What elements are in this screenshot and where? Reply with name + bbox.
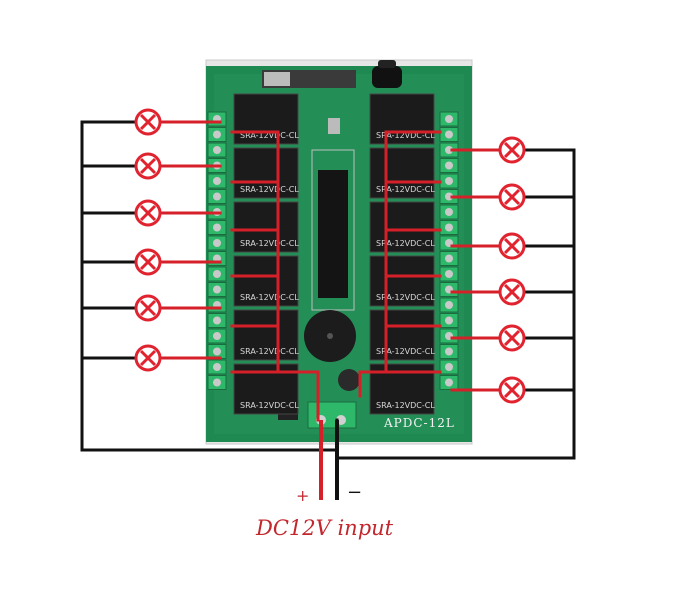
- terminal-screw: [445, 208, 453, 216]
- terminal-screw: [213, 192, 221, 201]
- relay: [369, 309, 435, 361]
- lamp-icon: [134, 152, 162, 180]
- relay-label: SRA-12VDC-CL: [376, 131, 435, 140]
- decoder-ic-chip: [318, 170, 348, 298]
- lamp-icon: [134, 294, 162, 322]
- lamp-icon: [498, 376, 526, 404]
- crystal-component: [264, 72, 290, 86]
- terminal-screw: [445, 270, 453, 278]
- terminal-screw: [445, 301, 453, 309]
- lamp-icon: [134, 199, 162, 227]
- power-plus-label: +: [296, 486, 310, 505]
- terminal-strip-left: [207, 111, 227, 390]
- relay: [369, 93, 435, 145]
- terminal-screw: [445, 130, 453, 139]
- power-minus-label: −: [347, 482, 363, 503]
- terminal-screw: [445, 146, 453, 154]
- relay-label: SRA-12VDC-CL: [376, 185, 435, 194]
- wiring: [80, 120, 576, 460]
- relay-label: SRA-12VDC-CL: [240, 401, 299, 410]
- relay-label: SRA-12VDC-CL: [376, 347, 435, 356]
- relay-label: SRA-12VDC-CL: [240, 293, 299, 302]
- trim-capacitor: [328, 118, 340, 134]
- terminal-screw: [445, 254, 453, 263]
- terminal-screw: [213, 239, 221, 247]
- board-model-label: APDC-12L: [384, 416, 455, 430]
- relay: [233, 309, 299, 361]
- ic-socket: [311, 149, 355, 311]
- power-input-label: DC12V input: [256, 516, 394, 540]
- terminal-screw: [445, 347, 453, 356]
- terminal-screw: [445, 115, 453, 123]
- terminal-screw: [213, 270, 221, 278]
- lamp-icon: [498, 324, 526, 352]
- lamp-icon: [134, 248, 162, 276]
- relay-label: SRA-12VDC-CL: [240, 131, 299, 140]
- load-lamps: [134, 108, 526, 404]
- relay-label: SRA-12VDC-CL: [240, 347, 299, 356]
- buzzer-hole: [327, 333, 333, 339]
- lamp-icon: [498, 278, 526, 306]
- terminal-screw: [213, 332, 221, 340]
- terminal-screw: [213, 363, 221, 371]
- capacitor-icon: [338, 369, 360, 391]
- relay-label: SRA-12VDC-CL: [240, 239, 299, 248]
- relay: [233, 255, 299, 307]
- antenna-coil-icon: [372, 60, 402, 88]
- terminal-screw: [213, 285, 221, 294]
- relay: [369, 147, 435, 199]
- lamp-icon: [134, 108, 162, 136]
- relay-label: SRA-12VDC-CL: [376, 293, 435, 302]
- relay: [233, 93, 299, 145]
- diode-component: [278, 412, 298, 420]
- lamp-icon: [498, 232, 526, 260]
- relay: [369, 255, 435, 307]
- relay-label: SRA-12VDC-CL: [376, 239, 435, 248]
- terminal-screw: [213, 316, 221, 325]
- lamp-icon: [498, 183, 526, 211]
- relay-group-left: SRA-12VDC-CL SRA-12VDC-CL SRA-12VDC-CL SRA-…: [233, 93, 299, 415]
- terminal-screw: [445, 363, 453, 371]
- relay-label: SRA-12VDC-CL: [240, 185, 299, 194]
- power-terminal-block: [307, 401, 357, 429]
- terminal-screw: [445, 161, 453, 170]
- lamp-icon: [134, 344, 162, 372]
- terminal-screw: [445, 378, 453, 387]
- relay-label: SRA-12VDC-CL: [376, 401, 435, 410]
- terminal-screw: [213, 378, 221, 387]
- terminal-screw: [213, 146, 221, 154]
- relay: [369, 201, 435, 253]
- terminal-screw: [213, 130, 221, 139]
- terminal-screw: [213, 223, 221, 232]
- relay: [233, 201, 299, 253]
- terminal-screw: [445, 177, 453, 185]
- terminal-screw: [213, 347, 221, 356]
- terminal-screw: [445, 316, 453, 325]
- lamp-icon: [498, 136, 526, 164]
- terminal-screw: [213, 177, 221, 185]
- relay: [233, 147, 299, 199]
- terminal-screw: [445, 223, 453, 232]
